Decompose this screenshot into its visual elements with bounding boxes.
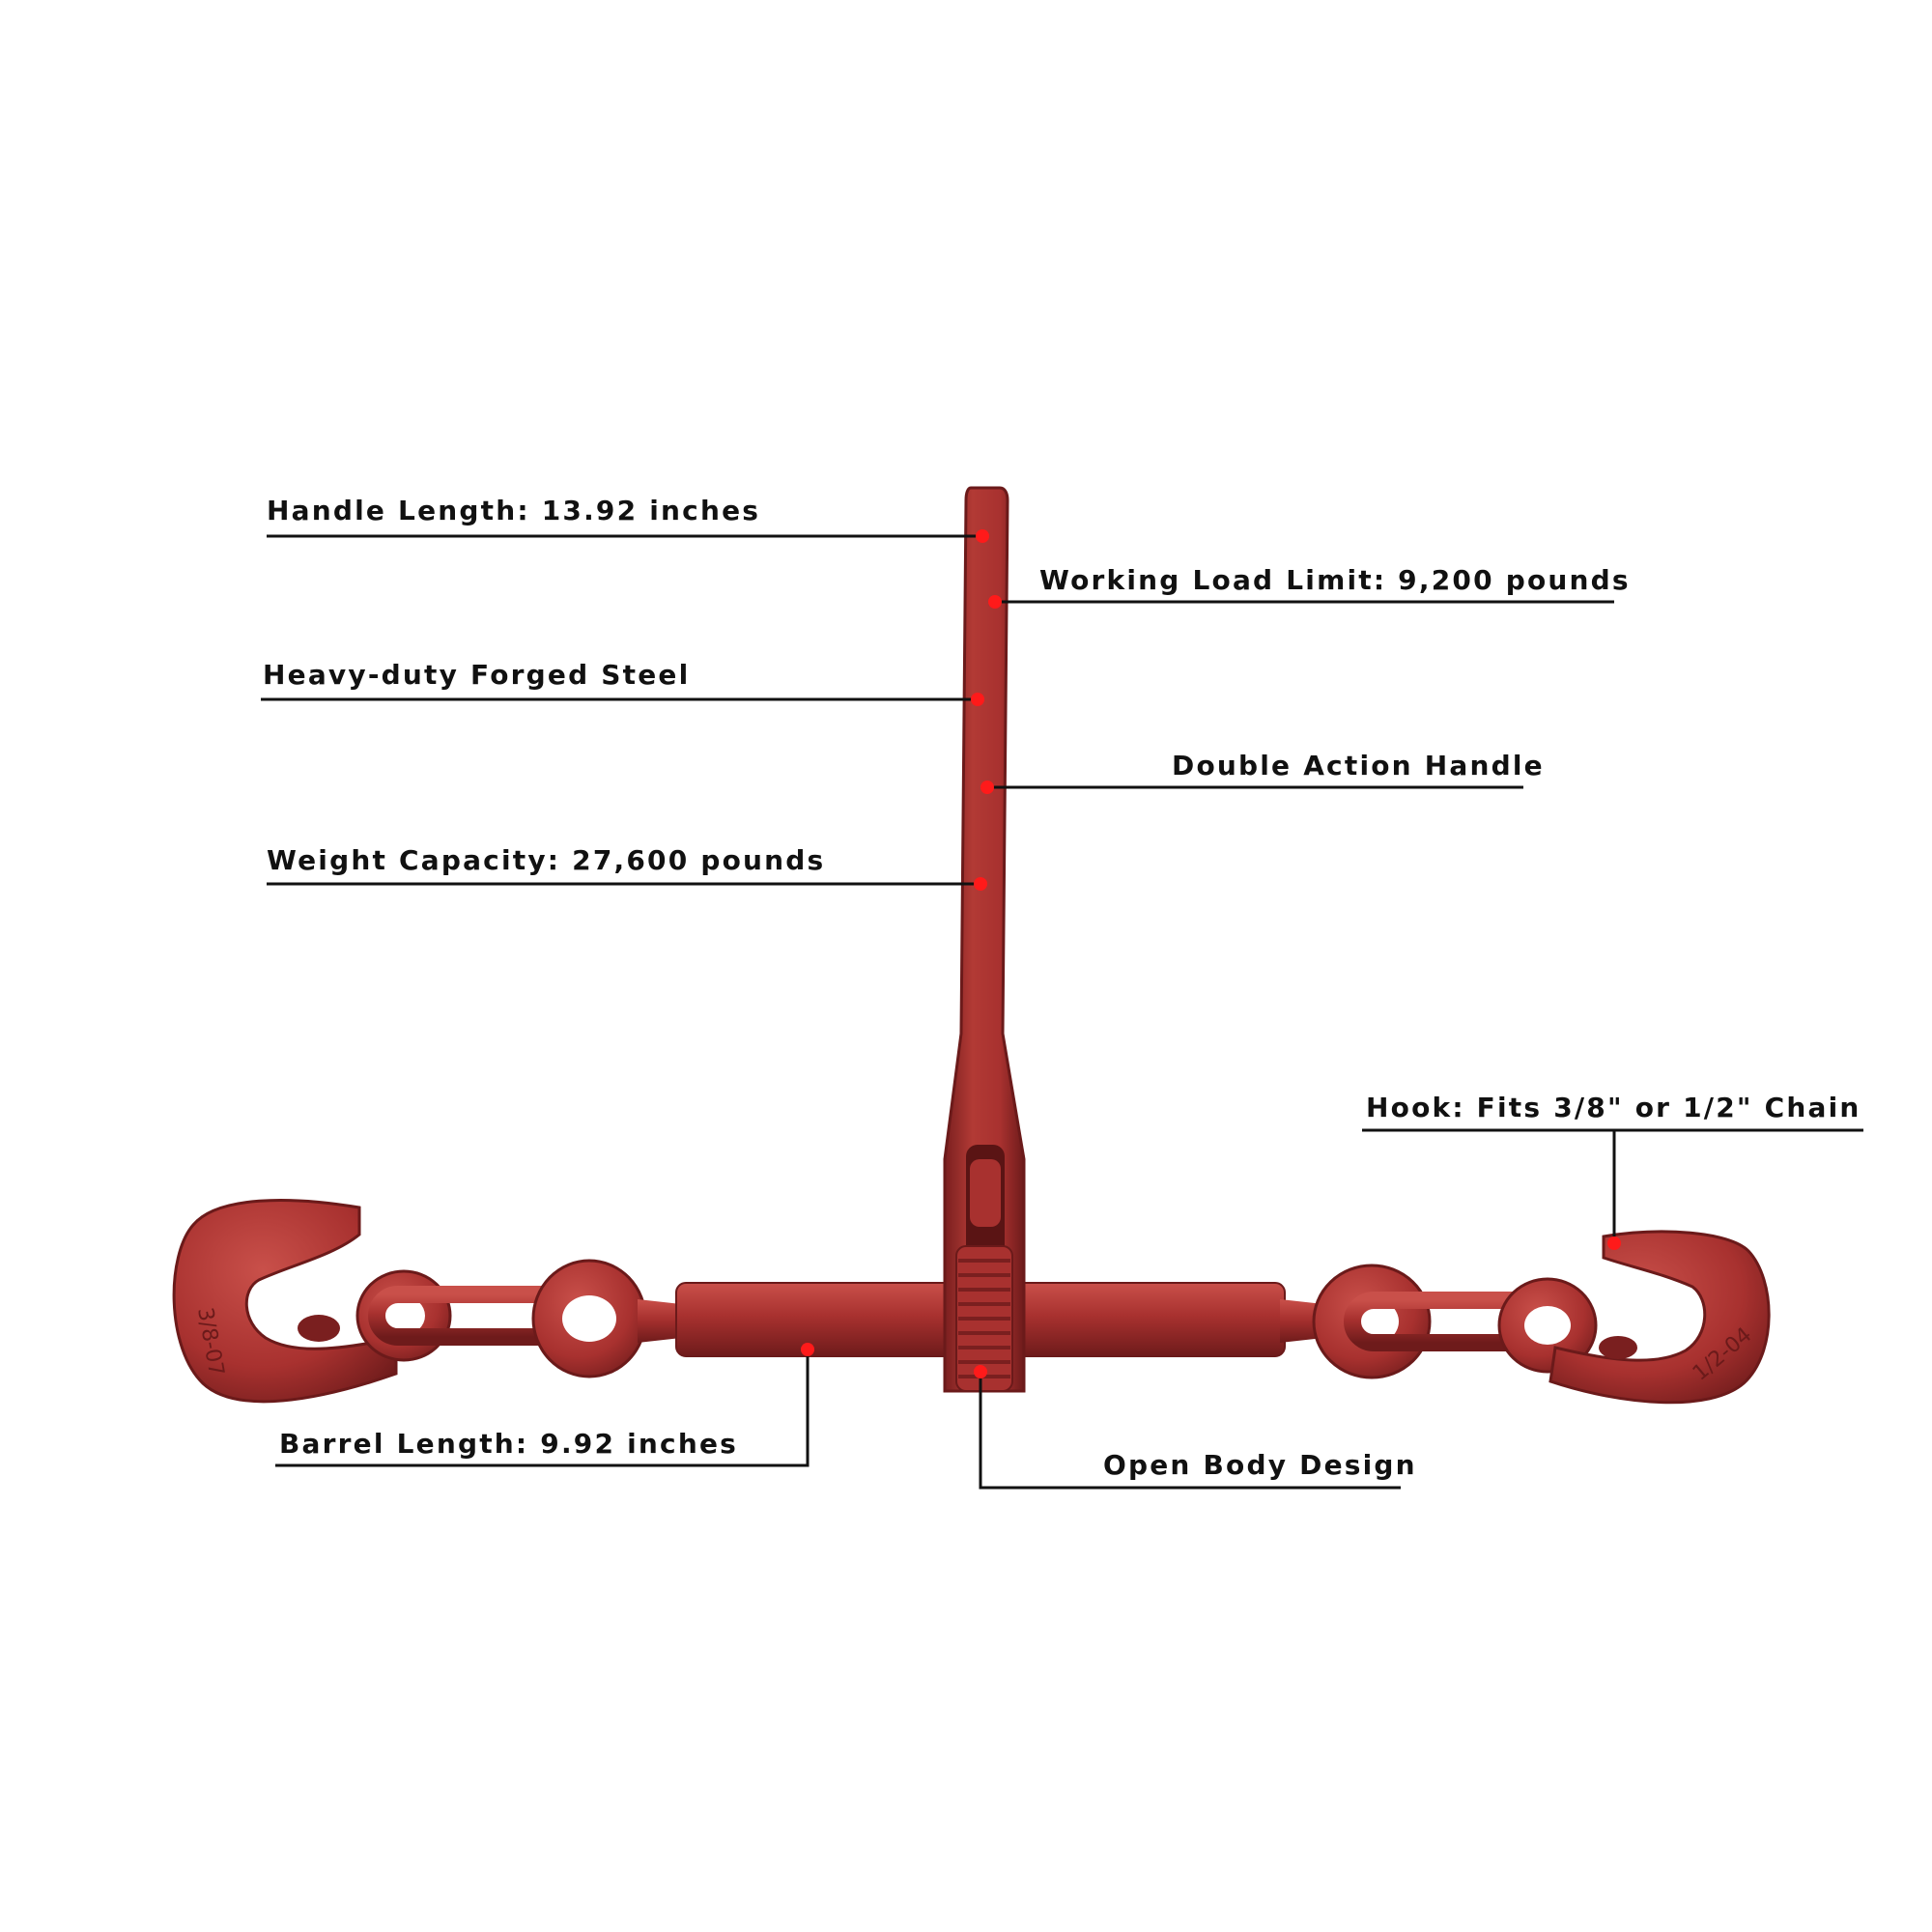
callout-weight-capacity: Weight Capacity: 27,600 pounds — [267, 844, 826, 876]
callout-working-load-limit: Working Load Limit: 9,200 pounds — [1039, 564, 1631, 596]
left-grab-hook: 3/8-07 — [172, 1199, 398, 1404]
red-dot-marker — [974, 877, 987, 891]
red-dot-marker — [988, 595, 1002, 609]
marker-dots — [801, 529, 1621, 1378]
red-dot-marker — [1607, 1236, 1621, 1250]
callout-barrel-length: Barrel Length: 9.92 inches — [279, 1428, 739, 1460]
callout-handle-length: Handle Length: 13.92 inches — [267, 495, 761, 526]
callout-double-action-handle: Double Action Handle — [1172, 750, 1545, 781]
red-dot-marker — [980, 781, 994, 794]
right-grab-hook: 1/2-04 — [1548, 1230, 1771, 1405]
callout-hook-fit: Hook: Fits 3/8" or 1/2" Chain — [1366, 1092, 1861, 1123]
leader-lines — [261, 534, 1863, 1490]
red-dot-marker — [801, 1343, 814, 1356]
left-end-eye — [531, 1259, 681, 1378]
red-dot-marker — [971, 693, 984, 706]
red-dot-marker — [976, 529, 989, 543]
ratchet-gear — [955, 1245, 1013, 1392]
callout-open-body-design: Open Body Design — [1103, 1449, 1417, 1481]
red-dot-marker — [974, 1365, 987, 1378]
right-hook-eye — [1497, 1277, 1598, 1374]
leader-open-body — [979, 1372, 1401, 1490]
callout-forged-steel: Heavy-duty Forged Steel — [263, 659, 691, 691]
leader-barrel-length — [275, 1350, 810, 1467]
